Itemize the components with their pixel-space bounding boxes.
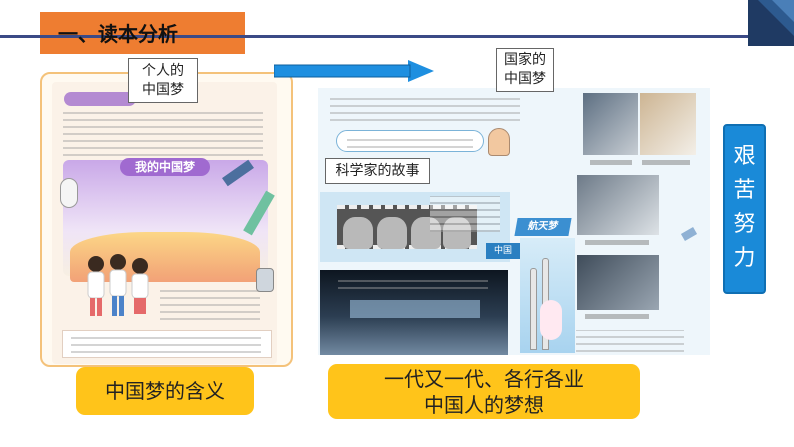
- label-generations-line1: 一代又一代、各行各业: [384, 367, 584, 391]
- scientist-photo-strip: [337, 205, 477, 249]
- poem-text-block: [160, 288, 260, 320]
- callout-personal-line1: 个人的: [142, 63, 184, 79]
- astronaut-icon: [60, 178, 78, 208]
- scientist-note-block: [430, 196, 500, 232]
- photo-caption: [590, 160, 632, 165]
- label-generations-dream: 一代又一代、各行各业 中国人的梦想: [328, 364, 640, 419]
- side-keyword-box: 艰 苦 努 力: [723, 124, 766, 294]
- callout-national-dream: 国家的 中国梦: [496, 48, 554, 92]
- side-char: 努: [733, 212, 756, 237]
- astronaut-child-icon: [540, 300, 562, 340]
- page-title: 一、读本分析: [58, 22, 178, 46]
- flight-training-photo: [577, 255, 659, 310]
- side-char: 艰: [733, 144, 756, 169]
- callout-national-line1: 国家的: [504, 52, 546, 68]
- china-tag: 中国: [486, 243, 520, 259]
- photo-caption: [585, 240, 649, 245]
- scientist-photo: [443, 217, 471, 249]
- corner-stripes-icon: [758, 0, 794, 36]
- photo-caption: [642, 160, 690, 165]
- space-note-block: [576, 330, 684, 352]
- child-avatar: [488, 128, 510, 156]
- dream-illustration-title: 我的中国梦: [120, 158, 210, 176]
- quote-text-block: [71, 337, 261, 353]
- callout-personal-line2: 中国梦: [142, 82, 184, 98]
- children-illustration: [87, 254, 149, 316]
- right-page-text-block: [330, 93, 520, 121]
- speech-text-block: [347, 136, 473, 148]
- rocket-icon: [530, 268, 537, 350]
- spacesuit-training-photo: [577, 175, 659, 235]
- capsule-photo: [640, 93, 696, 155]
- left-page-text-block: [63, 110, 263, 156]
- robot-icon: [256, 268, 274, 292]
- title-bar: [40, 12, 245, 54]
- speech-bubble: [336, 130, 484, 152]
- photo-caption: [585, 314, 649, 319]
- corner-decoration: [748, 0, 794, 46]
- label-generations-line2: 中国人的梦想: [424, 393, 544, 417]
- callout-personal-dream: 个人的 中国梦: [128, 58, 198, 103]
- control-screen: [350, 300, 480, 318]
- side-char: 苦: [733, 178, 756, 203]
- quote-box: [62, 330, 272, 358]
- mission-control-photo: [320, 270, 508, 355]
- header-rule: [0, 35, 748, 38]
- callout-scientist-story: 科学家的故事: [325, 158, 430, 184]
- scientist-photo: [411, 217, 441, 249]
- callout-national-line2: 中国梦: [504, 71, 546, 87]
- astronaut-training-photo: [583, 93, 638, 155]
- label-meaning-of-china-dream: 中国梦的含义: [76, 367, 254, 415]
- side-char: 力: [733, 246, 756, 271]
- section-badge: [64, 92, 136, 106]
- scientist-photo: [377, 217, 407, 249]
- scientist-photo: [343, 217, 373, 249]
- space-dream-tag: 航天梦: [514, 218, 572, 236]
- control-room-caption: [338, 277, 488, 289]
- right-arrow-icon: [274, 60, 434, 82]
